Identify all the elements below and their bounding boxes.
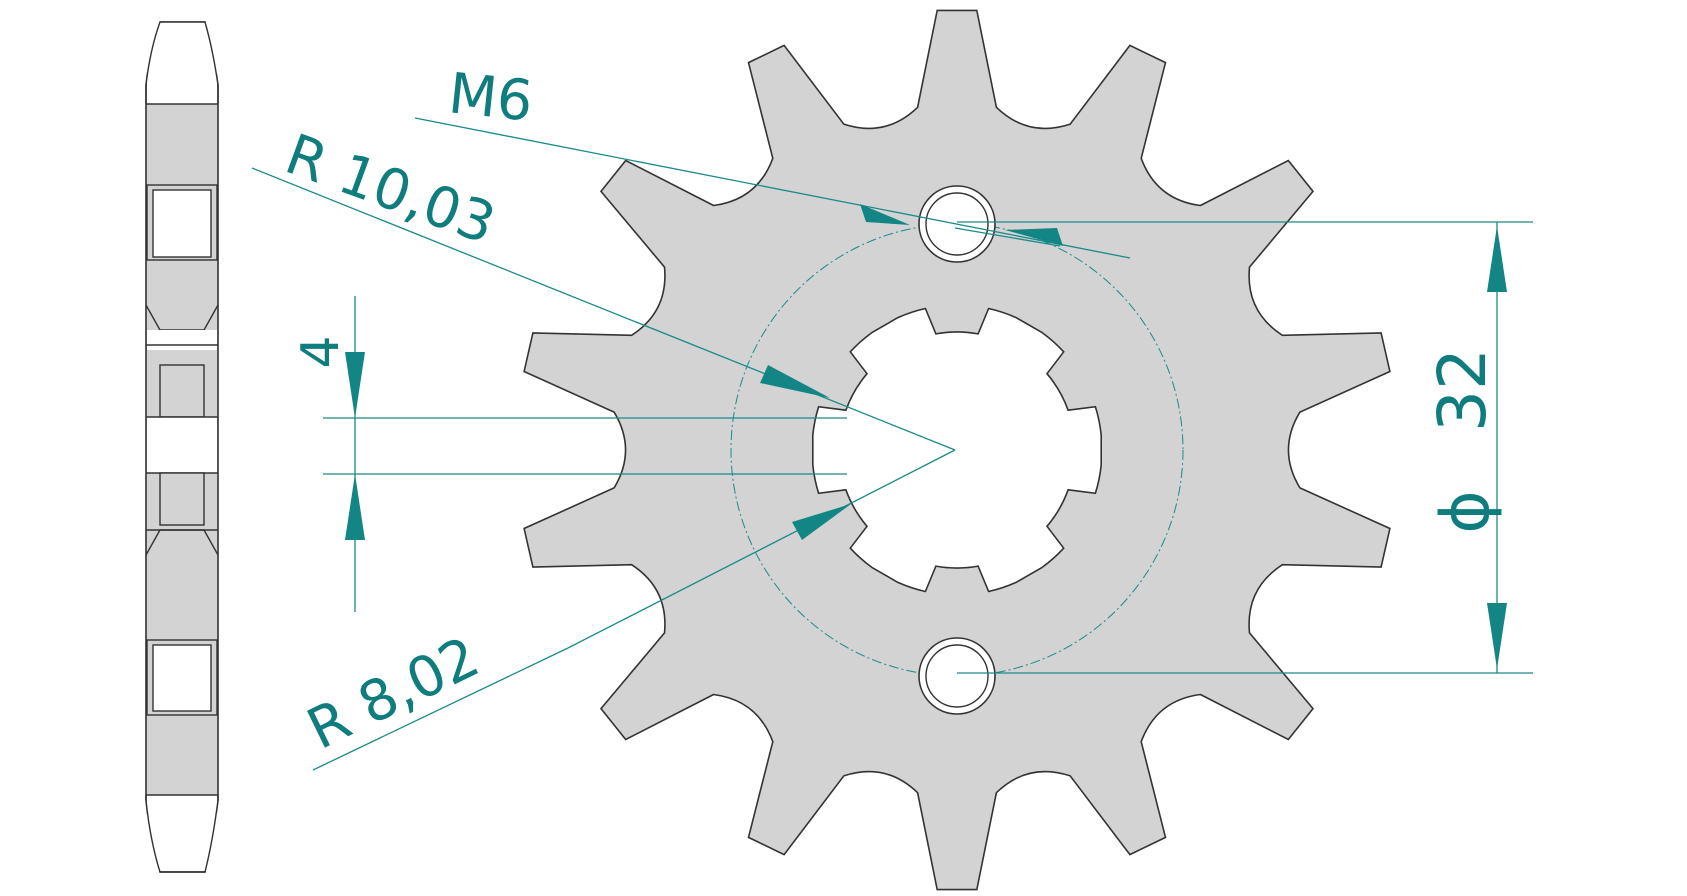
radius-outer-label: R 10,03 — [277, 122, 503, 257]
offset-label: 4 — [291, 335, 351, 368]
offset-arrow-bottom-icon — [345, 474, 365, 540]
pitch-diameter-value: 32 — [1424, 348, 1501, 432]
thread-label: M6 — [446, 61, 536, 134]
side-view — [145, 21, 219, 873]
pitch-diameter-symbol: ϕ — [1427, 490, 1504, 534]
m6-arrow-icon — [860, 204, 910, 225]
front-view — [523, 9, 1391, 891]
r802-arrow-icon — [792, 504, 851, 540]
dia-arrow-bottom-icon — [1487, 603, 1507, 669]
spline-bore — [812, 307, 1102, 593]
m6-arrow-2-icon — [1005, 228, 1063, 246]
offset-arrow-top-icon — [345, 352, 365, 418]
radius-inner-label: R 8,02 — [298, 625, 490, 763]
dia-arrow-top-icon — [1487, 226, 1507, 292]
bolt-hole-bottom — [918, 637, 996, 715]
r1003-arrow-icon — [760, 365, 830, 398]
